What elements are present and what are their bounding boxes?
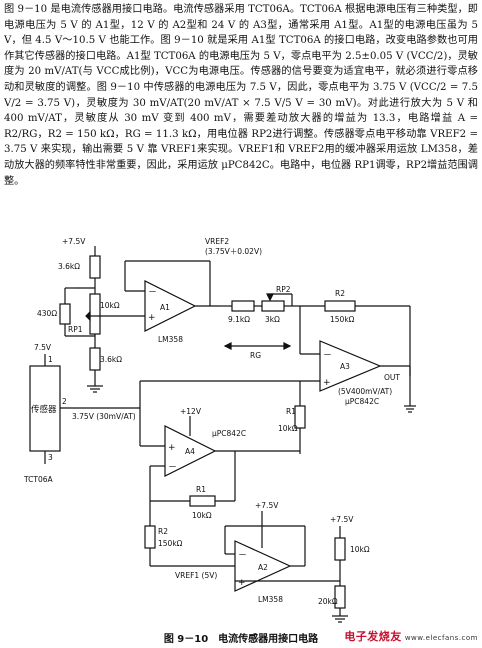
label-r-91k: 9.1kΩ bbox=[228, 315, 250, 324]
label-r-bottom: 3.6kΩ bbox=[100, 355, 122, 364]
resistor-9k1 bbox=[231, 300, 255, 312]
resistor-r2-top bbox=[324, 300, 356, 312]
opamp-a2 bbox=[234, 540, 292, 592]
a2-minus: － bbox=[238, 551, 247, 561]
label-r2-top-value: 150kΩ bbox=[330, 315, 355, 324]
label-r1-bottom-value: 10kΩ bbox=[192, 511, 212, 520]
label-r-top: 3.6kΩ bbox=[58, 262, 80, 271]
label-r2-bottom-value: 150kΩ bbox=[158, 539, 183, 548]
label-pin3: 3 bbox=[48, 453, 53, 462]
opamp-a4 bbox=[164, 425, 217, 477]
label-upc842c-a4: μPC842C bbox=[212, 429, 246, 438]
label-lm358-a2: LM358 bbox=[258, 595, 283, 604]
a1-minus: － bbox=[148, 288, 157, 298]
label-a2: A2 bbox=[258, 563, 268, 572]
label-a1: A1 bbox=[160, 303, 170, 312]
label-out: OUT bbox=[384, 373, 400, 382]
paragraph-text: 图 9－10 是电流传感器用接口电路。电流传感器采用 TCT06A。TCT06A… bbox=[4, 4, 478, 187]
a4-minus: － bbox=[168, 463, 177, 473]
label-plus75v-mid: +7.5V bbox=[255, 501, 279, 510]
logo-url: www.elecfans.com bbox=[404, 634, 478, 642]
label-r-20k: 20kΩ bbox=[318, 597, 338, 606]
resistor-430 bbox=[59, 303, 71, 325]
label-plus12v: +12V bbox=[180, 407, 202, 416]
resistor-bottom bbox=[89, 347, 101, 371]
label-rp1: RP1 bbox=[68, 325, 83, 334]
a3-plus: + bbox=[323, 378, 331, 388]
label-vref2: VREF2 bbox=[205, 237, 229, 246]
label-vref1: VREF1 (5V) bbox=[175, 571, 217, 580]
label-lm358-a1: LM358 bbox=[158, 335, 183, 344]
label-rp2: RP2 bbox=[276, 285, 291, 294]
opamp-a3 bbox=[319, 340, 382, 392]
label-plus75v-right: +7.5V bbox=[330, 515, 354, 524]
label-r1-bottom: R1 bbox=[196, 485, 206, 494]
label-supply-top: +7.5V bbox=[62, 237, 86, 246]
label-r-3k: 3kΩ bbox=[265, 315, 280, 324]
label-a4: A4 bbox=[185, 447, 195, 456]
label-a3: A3 bbox=[340, 362, 350, 371]
a3-minus: － bbox=[323, 351, 332, 361]
label-r1-right-value: 10kΩ bbox=[278, 424, 298, 433]
label-out-value: (5V400mV/AT) bbox=[338, 387, 392, 396]
resistor-top bbox=[89, 255, 101, 279]
a1-plus: + bbox=[148, 313, 156, 323]
logo-text: 电子发烧友 bbox=[344, 630, 402, 643]
label-sensor-part: TCT06A bbox=[23, 475, 54, 484]
body-paragraph: 图 9－10 是电流传感器用接口电路。电流传感器采用 TCT06A。TCT06A… bbox=[4, 2, 478, 238]
label-sensor: 传感器 bbox=[31, 404, 57, 415]
label-upc842c-a3: μPC842C bbox=[345, 397, 379, 406]
label-vref2-value: (3.75V＋0.02V) bbox=[205, 247, 262, 256]
label-r-10k-right: 10kΩ bbox=[350, 545, 370, 554]
figure-caption: 图 9－10 电流传感器用接口电路 bbox=[163, 634, 319, 645]
resistor-r1-bottom bbox=[189, 495, 216, 507]
label-pin2: 2 bbox=[62, 397, 67, 406]
resistor-r2-bottom bbox=[144, 525, 156, 549]
label-r1-right: R1 bbox=[286, 407, 296, 416]
circuit-diagram: +7.5V 3.6kΩ 430Ω RP1 10kΩ 3.6kΩ A1 LM358… bbox=[23, 237, 416, 623]
label-rg: RG bbox=[250, 351, 261, 360]
label-pin1: 1 bbox=[48, 355, 53, 364]
opamp-a1 bbox=[144, 280, 197, 332]
label-v75: 7.5V bbox=[34, 343, 52, 352]
potentiometer-rp2 bbox=[261, 300, 285, 312]
a2-plus: + bbox=[238, 578, 246, 588]
label-r-430: 430Ω bbox=[37, 309, 57, 318]
label-sensor-signal: 3.75V (30mV/AT) bbox=[72, 412, 136, 421]
label-r2-bottom: R2 bbox=[158, 527, 168, 536]
label-r-rp1: 10kΩ bbox=[100, 301, 120, 310]
potentiometer-rp1 bbox=[89, 293, 101, 335]
resistor-10k-right bbox=[334, 537, 346, 561]
label-r2-top: R2 bbox=[335, 289, 345, 298]
a4-plus: + bbox=[168, 443, 176, 453]
